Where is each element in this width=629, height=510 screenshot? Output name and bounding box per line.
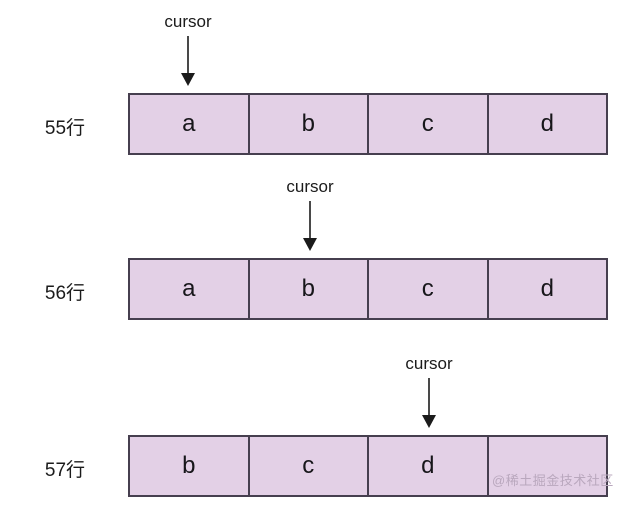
cell-r3-c2[interactable]: c — [249, 437, 369, 495]
cursor-label-1: cursor — [164, 12, 212, 31]
row-label-2: 56行 — [44, 283, 86, 304]
cell-r1-c3[interactable]: c — [369, 95, 489, 153]
cursor-arrow-icon — [303, 201, 317, 251]
row-label-3: 57行 — [44, 460, 86, 481]
cursor-arrow-icon — [422, 378, 436, 428]
cell-r3-c4[interactable] — [488, 437, 606, 495]
cursor-annotation-2: cursor — [250, 177, 370, 251]
cursor-label-3: cursor — [405, 354, 453, 373]
cursor-annotation-1: cursor — [128, 12, 248, 86]
cell-r3-c3[interactable]: d — [369, 437, 489, 495]
cell-r1-c2[interactable]: b — [249, 95, 369, 153]
cell-r1-c1[interactable]: a — [130, 95, 250, 153]
cell-r2-c4[interactable]: d — [488, 260, 606, 318]
cell-r2-c1[interactable]: a — [130, 260, 250, 318]
cell-r3-c1[interactable]: b — [130, 437, 250, 495]
cell-r1-c4[interactable]: d — [488, 95, 606, 153]
cursor-arrow-icon — [181, 36, 195, 86]
cursor-label-2: cursor — [286, 177, 334, 196]
cursor-annotation-3: cursor — [369, 354, 489, 428]
cell-r2-c2[interactable]: b — [249, 260, 369, 318]
cell-r2-c3[interactable]: c — [369, 260, 489, 318]
row-label-1: 55行 — [44, 118, 86, 139]
